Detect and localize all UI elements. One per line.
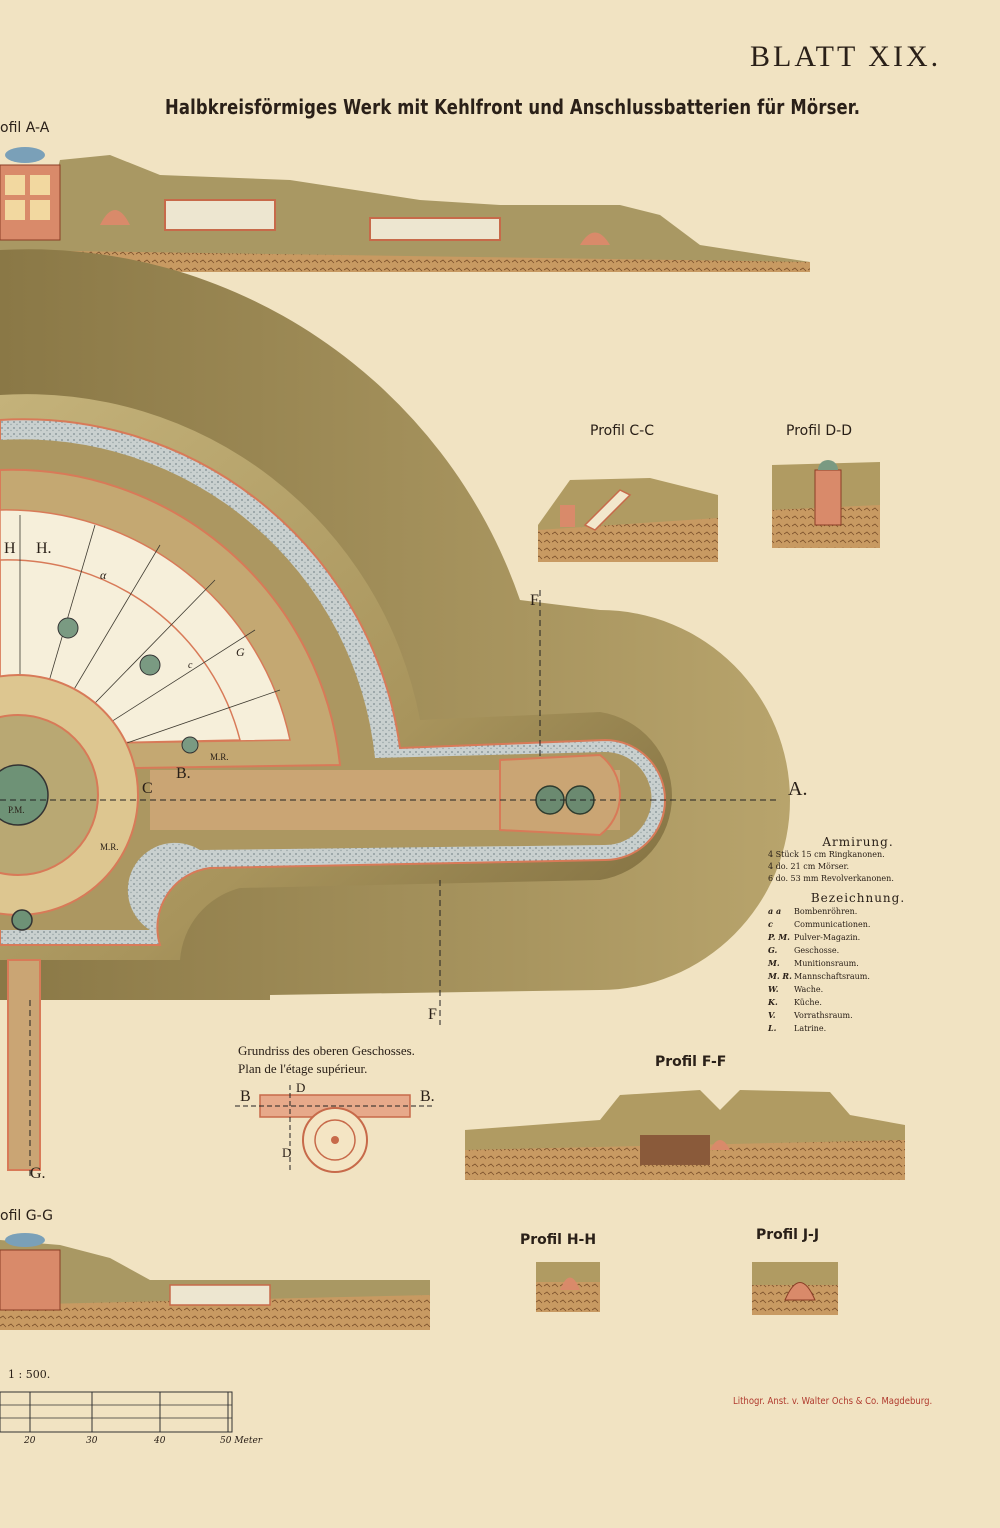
plan-label-c: c [188, 660, 193, 671]
profile-j-j-label: Profil J-J [756, 1227, 820, 1243]
scale-tick: 50 Meter [220, 1436, 263, 1446]
plan-label-pm: P.M. [8, 805, 25, 815]
bezeichnung-row: K.Küche. [768, 997, 822, 1007]
plan-label-mr-upper: M.R. [210, 752, 229, 762]
bezeichnung-row: V.Vorrathsraum. [768, 1010, 853, 1020]
bezeichnung-title: Bezeichnung. [810, 891, 906, 905]
plan-label-mr-lower: M.R. [100, 842, 119, 852]
bezeichnung-row: M. R.Mannschaftsraum. [768, 971, 870, 981]
main-plan [0, 249, 790, 1180]
profile-a-a-section [0, 147, 810, 272]
upper-floor-marker-b-right: B. [420, 1088, 435, 1105]
armirung-row: 6 do. 53 mm Revolverkanonen. [768, 874, 894, 883]
section-marker-h-left: H [4, 540, 16, 557]
bezeichnung-row: M.Munitionsraum. [768, 958, 859, 968]
scale-tick: 40 [154, 1436, 166, 1446]
profile-c-c-section [538, 478, 718, 562]
profile-j-j-section [752, 1262, 838, 1315]
upper-floor-marker-b-left: B [240, 1088, 251, 1105]
bezeichnung-row: L.Latrine. [768, 1023, 827, 1033]
section-marker-h-right: H. [36, 540, 52, 557]
scale-tick: 20 [24, 1436, 36, 1446]
section-marker-f-top: F [530, 592, 539, 609]
profile-f-f-section [465, 1090, 905, 1180]
armirung-row: 4 Stück 15 cm Ringkanonen. [768, 850, 885, 859]
upper-floor-caption: Grundriss des oberen Geschosses. Plan de… [238, 1042, 415, 1078]
profile-h-h-section [536, 1262, 600, 1312]
plan-label-alpha: α [100, 568, 107, 582]
section-marker-g: G. [30, 1165, 46, 1182]
bezeichnung-row: G.Geschosse. [768, 945, 840, 955]
bezeichnung-row: W.Wache. [768, 984, 824, 994]
legend-panel: Armirung. 4 Stück 15 cm Ringkanonen. 4 d… [768, 835, 978, 1035]
upper-floor-plan [235, 1085, 435, 1173]
profile-g-g-label: ofil G-G [0, 1208, 53, 1224]
plan-label-g: G [236, 645, 245, 659]
profile-g-g-section [0, 1233, 430, 1330]
profile-d-d-label: Profil D-D [786, 423, 852, 439]
bezeichnung-row: P. M.Pulver-Magazin. [768, 932, 861, 942]
profile-h-h-label: Profil H-H [520, 1232, 597, 1248]
section-marker-c: C [142, 780, 153, 797]
upper-floor-caption-line2: Plan de l'étage supérieur. [238, 1061, 368, 1076]
scale-bar [0, 1391, 233, 1433]
scale-ratio: 1 : 500. [8, 1368, 51, 1381]
profile-f-f-label: Profil F-F [655, 1054, 727, 1070]
publisher-imprint: Lithogr. Anst. v. Walter Ochs & Co. Magd… [733, 1396, 933, 1407]
upper-floor-marker-d-top: D [296, 1080, 306, 1095]
upper-floor-marker-d-bottom: D [282, 1145, 292, 1160]
plate-number: BLATT XIX. [750, 40, 942, 73]
scale-tick: 30 [86, 1436, 98, 1446]
section-marker-f-bottom: F [428, 1006, 437, 1023]
upper-floor-caption-line1: Grundriss des oberen Geschosses. [238, 1043, 415, 1058]
section-marker-a: A. [788, 778, 808, 800]
armirung-title: Armirung. [822, 835, 894, 849]
plate-title: Halbkreisförmiges Werk mit Kehlfront und… [165, 95, 861, 119]
armirung-row: 4 do. 21 cm Mörser. [768, 862, 850, 871]
profile-d-d-section [772, 460, 880, 548]
profile-c-c-label: Profil C-C [590, 423, 654, 439]
section-marker-b: B. [176, 765, 191, 782]
profile-a-a-label: ofil A-A [0, 120, 50, 136]
